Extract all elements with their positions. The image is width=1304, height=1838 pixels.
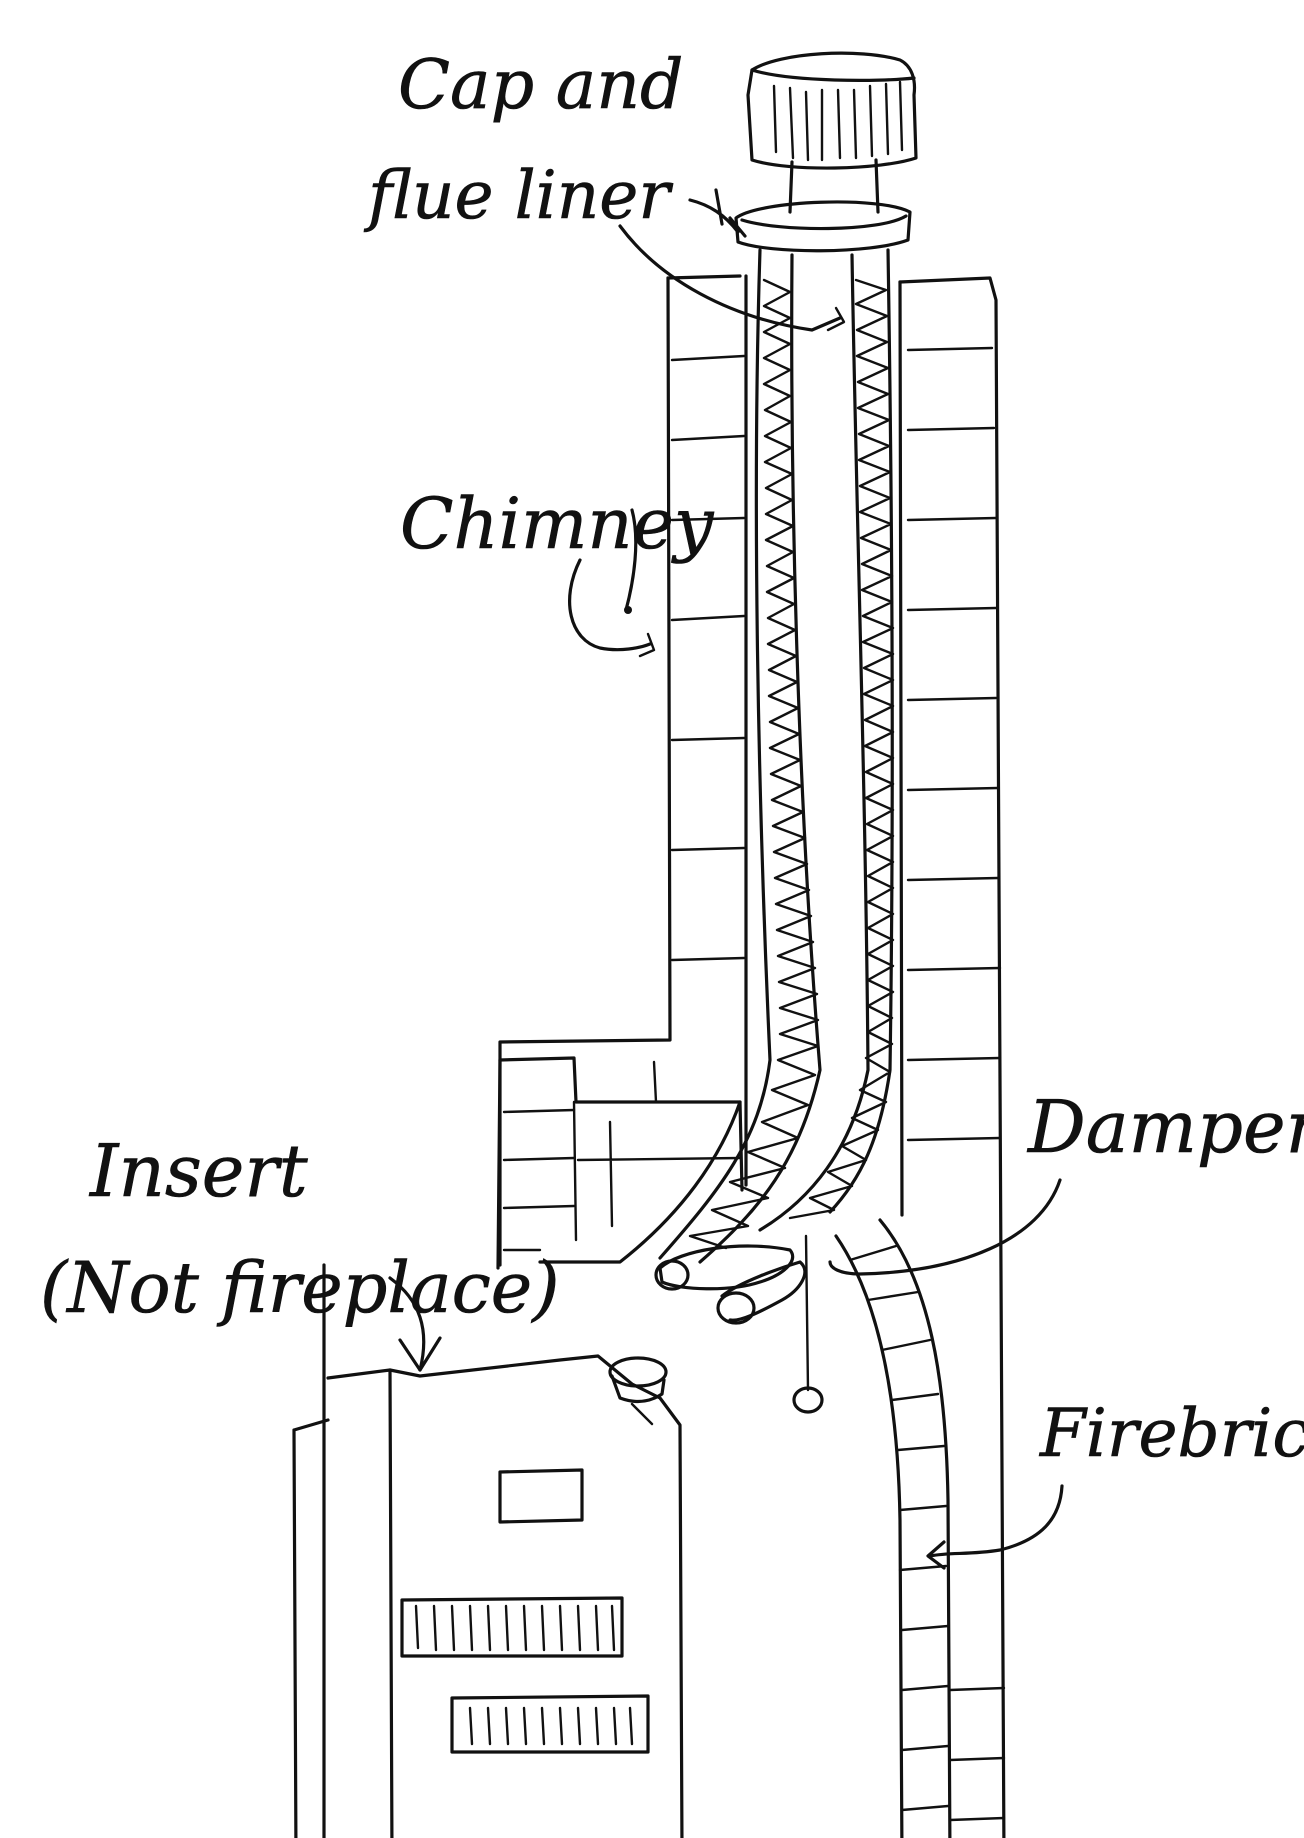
- flue-liner: [658, 248, 895, 1264]
- firebrick: [834, 1218, 1006, 1838]
- chimney-leader: [568, 508, 652, 652]
- firebrick-leader: [928, 1484, 1064, 1558]
- damper-label: Damper: [828, 1085, 1304, 1276]
- damper: [654, 1234, 824, 1414]
- chimney-structure: [496, 274, 1006, 1838]
- chimney-label: Chimney: [400, 483, 715, 658]
- chimney-cap: [734, 51, 918, 253]
- firebrick-label-text: Firebrick: [1039, 1395, 1304, 1472]
- insert-leader: [388, 1276, 426, 1372]
- insert-label: Insert (Not fireplace): [40, 1129, 560, 1372]
- cap-label-line2: flue liner: [363, 157, 673, 234]
- insert-stove: [292, 1263, 684, 1838]
- cap-leader: [688, 188, 747, 238]
- cap-label: Cap and flue liner: [363, 46, 846, 332]
- chimney-label-text: Chimney: [400, 483, 715, 565]
- insert-label-line2: (Not fireplace): [40, 1247, 560, 1329]
- insert-label-line1: Insert: [88, 1129, 309, 1213]
- firebrick-label: Firebrick: [926, 1395, 1304, 1570]
- damper-leader: [828, 1178, 1062, 1276]
- cap-label-line1: Cap and: [398, 46, 684, 125]
- damper-label-text: Damper: [1026, 1085, 1304, 1169]
